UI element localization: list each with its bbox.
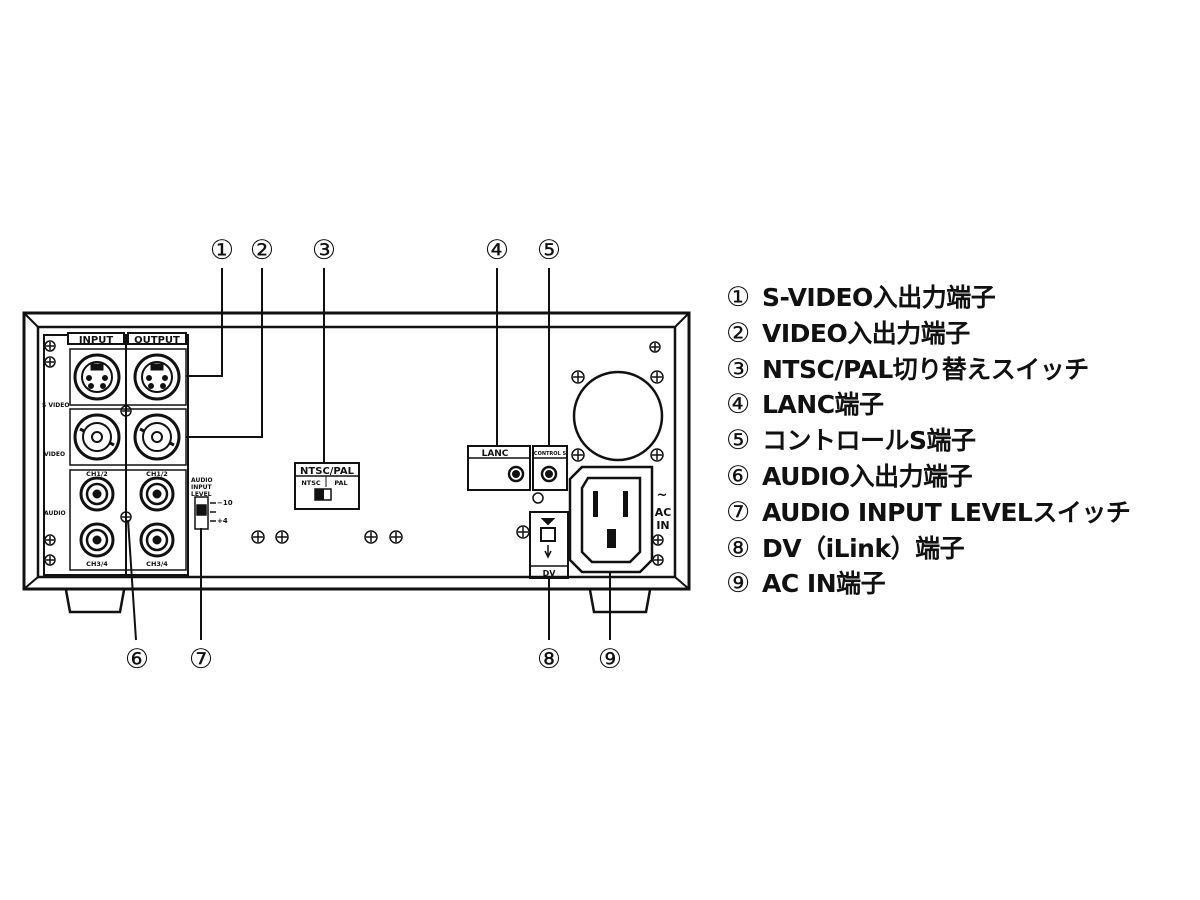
lanc-connector bbox=[467, 445, 531, 491]
leader-line-6 bbox=[127, 519, 137, 641]
legend-text: AUDIO入出力端子 bbox=[762, 461, 973, 491]
ch34-out-label: CH3/4 bbox=[146, 560, 168, 568]
legend-item: ⑥ AUDIO入出力端子 bbox=[726, 459, 1196, 495]
ch12-out-label: CH1/2 bbox=[146, 470, 168, 478]
legend-number: ⑦ bbox=[726, 496, 750, 528]
ch12-in-label: CH1/2 bbox=[86, 470, 108, 478]
legend-text: AUDIO INPUT LEVELスイッチ bbox=[762, 497, 1131, 527]
av-connector-block bbox=[43, 332, 189, 576]
callout-leader-lines bbox=[127, 268, 611, 641]
legend-number: ⑨ bbox=[726, 568, 750, 600]
ac-tilde-label: ~ bbox=[657, 488, 668, 503]
legend-number: ⑤ bbox=[726, 425, 750, 457]
callout-5: ⑤ bbox=[537, 235, 561, 266]
legend-item: ① S-VIDEO入出力端子 bbox=[726, 280, 1196, 316]
output-label: OUTPUT bbox=[134, 335, 180, 346]
legend-number: ④ bbox=[726, 389, 750, 421]
video-input-connector bbox=[73, 413, 121, 461]
device-feet bbox=[64, 589, 652, 614]
legend-item: ④ LANC端子 bbox=[726, 387, 1196, 423]
ac-label: AC bbox=[655, 506, 672, 519]
audio-ch12-output-jack bbox=[139, 476, 175, 512]
level-plus4-label: +4 bbox=[217, 517, 228, 525]
pal-label: PAL bbox=[334, 479, 347, 487]
leader-line-1 bbox=[186, 268, 223, 377]
lanc-label: LANC bbox=[482, 449, 509, 459]
audio-level-label-1: AUDIO bbox=[191, 477, 213, 484]
video-output-connector bbox=[133, 413, 181, 461]
legend-text: S-VIDEO入出力端子 bbox=[762, 283, 996, 312]
leader-line-2 bbox=[186, 268, 263, 438]
ntsc-pal-switch bbox=[294, 462, 360, 510]
cooling-fan-grille bbox=[572, 370, 664, 462]
audio-label: AUDIO bbox=[44, 510, 66, 517]
legend-item: ⑧ DV（iLink）端子 bbox=[726, 531, 1196, 567]
level-minus10-label: −10 bbox=[217, 499, 233, 507]
legend-item: ⑤ コントロールS端子 bbox=[726, 423, 1196, 459]
audio-level-label-3: LEVEL bbox=[191, 491, 212, 498]
ch34-in-label: CH3/4 bbox=[86, 560, 108, 568]
legend-item: ⑨ AC IN端子 bbox=[726, 566, 1196, 602]
legend-text: VIDEO入出力端子 bbox=[762, 318, 970, 348]
s-video-input-connector bbox=[73, 353, 121, 401]
legend-text: コントロールS端子 bbox=[762, 426, 976, 456]
video-label: VIDEO bbox=[44, 451, 65, 458]
s-video-label: S VIDEO bbox=[42, 402, 69, 409]
control-s-connector bbox=[532, 445, 568, 504]
ac-inlet bbox=[568, 465, 654, 574]
audio-ch12-input-jack bbox=[79, 476, 115, 512]
legend-number: ③ bbox=[726, 353, 750, 385]
legend-text: NTSC/PAL切り替えスイッチ bbox=[762, 354, 1089, 384]
audio-ch34-output-jack bbox=[139, 522, 175, 558]
ntsc-label: NTSC bbox=[301, 479, 321, 487]
in-label: IN bbox=[656, 519, 669, 532]
legend-text: AC IN端子 bbox=[762, 569, 886, 599]
callout-1: ① bbox=[210, 235, 234, 266]
legend-number: ⑧ bbox=[726, 532, 750, 564]
legend-item: ③ NTSC/PAL切り替えスイッチ bbox=[726, 352, 1196, 388]
legend-item: ⑦ AUDIO INPUT LEVELスイッチ bbox=[726, 495, 1196, 531]
legend-text: LANC端子 bbox=[762, 390, 884, 420]
callout-8: ⑧ bbox=[537, 644, 561, 675]
legend-text: DV（iLink）端子 bbox=[762, 533, 965, 563]
legend-number: ⑥ bbox=[726, 460, 750, 492]
callout-9: ⑨ bbox=[598, 644, 622, 675]
control-s-label: CONTROL S bbox=[534, 451, 567, 457]
s-video-output-connector bbox=[133, 353, 181, 401]
input-label: INPUT bbox=[79, 335, 114, 346]
callout-4: ④ bbox=[485, 235, 509, 266]
device-body bbox=[22, 311, 691, 591]
dv-label: DV bbox=[543, 569, 557, 578]
legend-item: ② VIDEO入出力端子 bbox=[726, 316, 1196, 352]
callout-7: ⑦ bbox=[189, 644, 213, 675]
callout-2: ② bbox=[250, 235, 274, 266]
audio-input-level-switch bbox=[194, 496, 216, 530]
callout-6: ⑥ bbox=[125, 644, 149, 675]
callout-3: ③ bbox=[312, 235, 336, 266]
legend-number: ① bbox=[726, 282, 750, 313]
ntsc-pal-label: NTSC/PAL bbox=[300, 466, 355, 477]
legend-number: ② bbox=[726, 317, 750, 349]
connector-legend: ① S-VIDEO入出力端子 ② VIDEO入出力端子 ③ NTSC/PAL切り替えス… bbox=[726, 280, 1196, 602]
audio-ch34-input-jack bbox=[79, 522, 115, 558]
audio-level-label-2: INPUT bbox=[191, 484, 213, 491]
